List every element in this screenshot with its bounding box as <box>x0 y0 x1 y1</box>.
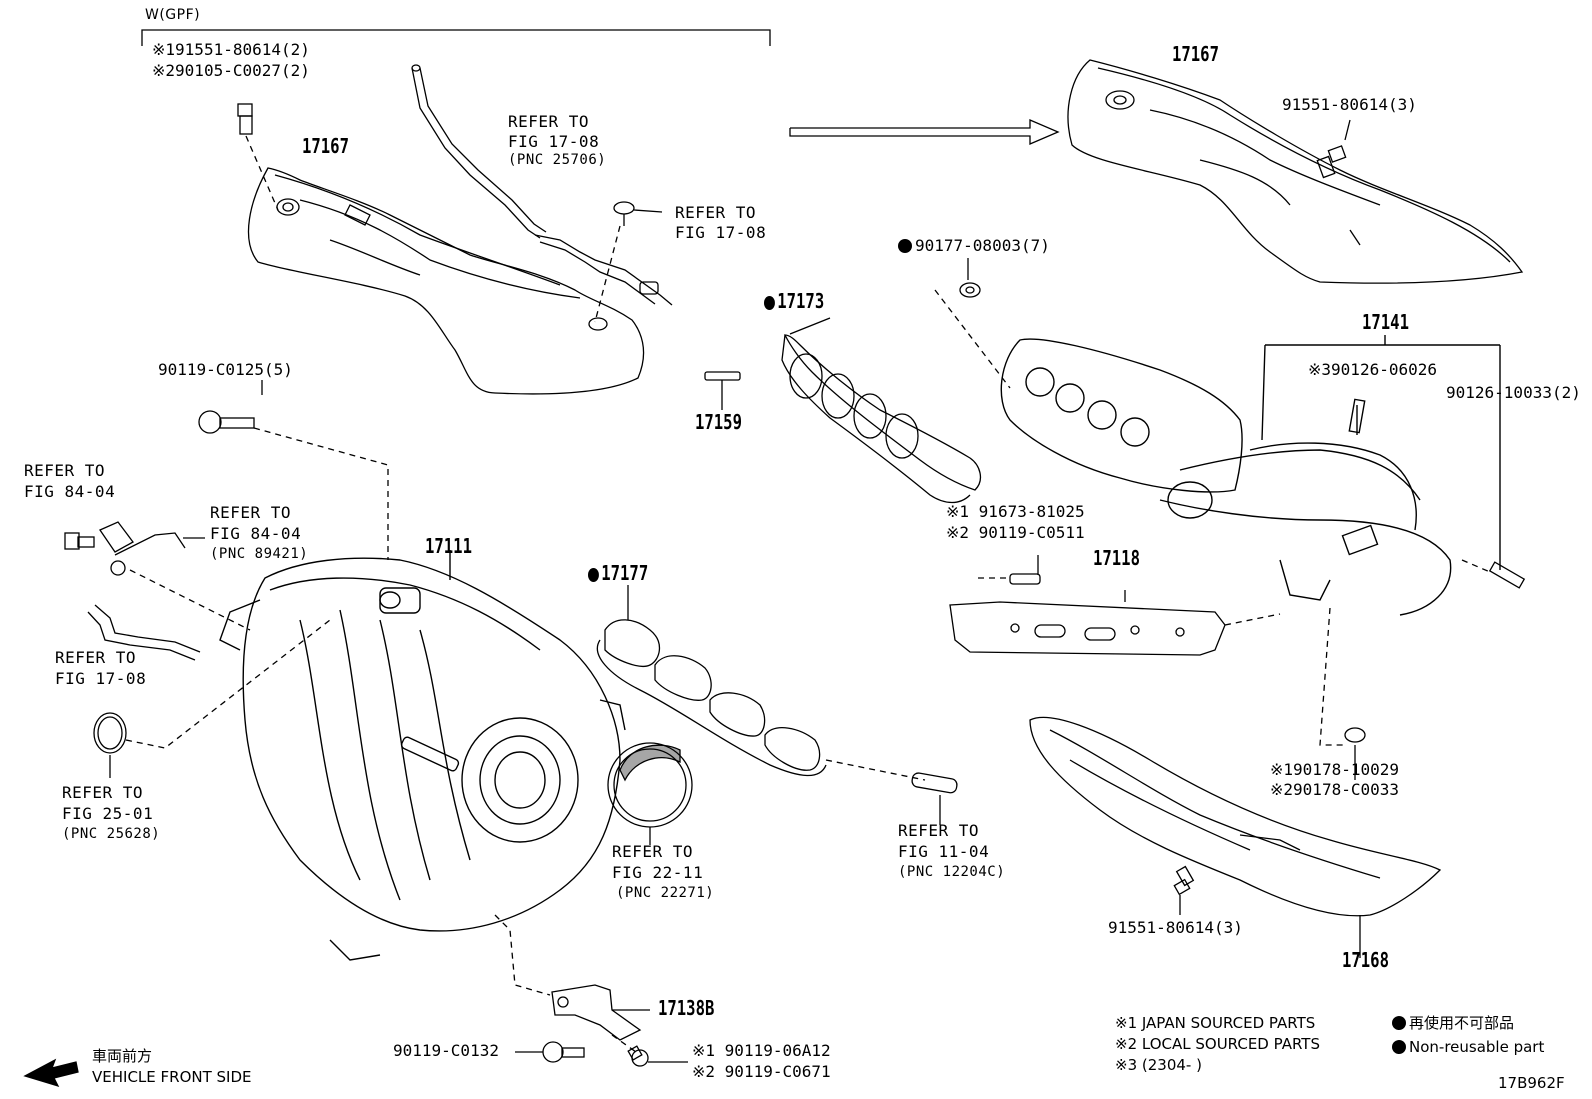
ref-fig-22-11-pnc: (PNC 22271) <box>616 885 715 901</box>
callout-90119-c0125[interactable]: 90119-C0125(5) <box>158 360 293 379</box>
callout-90119-c0132[interactable]: 90119-C0132 <box>393 1041 499 1060</box>
ref-fig-17-08-c-line1[interactable]: REFER TO <box>55 648 137 667</box>
gasket-17173-drawing <box>781 317 982 504</box>
gpf-bracket <box>141 29 771 46</box>
exhaust-manifold-17141-drawing <box>1000 335 1501 616</box>
ref-fig-17-08-a-line2[interactable]: FIG 17-08 <box>508 132 600 151</box>
callout-17111[interactable]: 17111 <box>425 534 472 558</box>
callout-91673-line2[interactable]: ※2 90119-C0511 <box>946 523 1085 542</box>
heat-insulator-left-drawing <box>247 167 645 395</box>
stay-17118-drawing <box>949 555 1281 656</box>
bolt-c0125-drawing <box>198 380 389 560</box>
clamp-ring-drawing <box>93 619 331 778</box>
diagram-id: 17B962F <box>1498 1074 1565 1092</box>
pipe-drawing <box>411 64 673 306</box>
bolt-bottom-right-drawing <box>1173 865 1195 915</box>
ref-fig-25-01-line2[interactable]: FIG 25-01 <box>62 804 154 823</box>
bolt-06a12-drawing <box>611 1034 688 1067</box>
throttle-gasket-drawing <box>607 742 693 845</box>
legend-note-1: ※1 JAPAN SOURCED PARTS <box>1115 1014 1316 1032</box>
ref-fig-84-04-a-line1[interactable]: REFER TO <box>24 461 106 480</box>
callout-17167-right[interactable]: 17167 <box>1172 42 1219 66</box>
callout-90177[interactable]: 90177-08003(7) <box>898 238 1050 254</box>
sensor-drawing <box>64 521 251 631</box>
ref-fig-17-08-c-line2[interactable]: FIG 17-08 <box>55 669 147 688</box>
callout-91551-top[interactable]: 91551-80614(3) <box>1282 95 1417 114</box>
nut-90177-drawing <box>934 258 1011 389</box>
front-side-jp: 車両前方 <box>92 1047 153 1065</box>
legend-note-3: ※3 (2304- ) <box>1115 1056 1202 1074</box>
legend-non-reusable-jp: 再使用不可部品 <box>1392 1016 1514 1031</box>
vehicle-front-arrow <box>23 1058 79 1088</box>
heat-insulator-right-drawing <box>1067 59 1524 284</box>
callout-90126-10033[interactable]: 90126-10033(2) <box>1446 383 1581 402</box>
callout-90119-06a12-line1[interactable]: ※1 90119-06A12 <box>692 1041 831 1060</box>
callout-90178-line1[interactable]: ※190178-10029 <box>1270 760 1399 779</box>
clip-bolt-drawing <box>594 201 663 323</box>
ref-fig-22-11-line2[interactable]: FIG 22-11 <box>612 863 704 882</box>
callout-90119-06a12-line2[interactable]: ※2 90119-C0671 <box>692 1062 831 1081</box>
ref-fig-25-01-line1[interactable]: REFER TO <box>62 783 144 802</box>
front-side-en: VEHICLE FRONT SIDE <box>92 1068 252 1086</box>
transfer-arrow <box>789 119 1060 145</box>
ref-fig-84-04-a-line2[interactable]: FIG 84-04 <box>24 482 116 501</box>
legend-non-reusable-en: Non-reusable part <box>1392 1040 1544 1055</box>
bracket-17138b-drawing <box>494 914 650 1041</box>
callout-17167-left[interactable]: 17167 <box>302 134 349 158</box>
callout-91551-bottom[interactable]: 91551-80614(3) <box>1108 918 1243 937</box>
gpf-part-2[interactable]: ※290105-C0027(2) <box>152 61 310 80</box>
ref-fig-17-08-b-line2[interactable]: FIG 17-08 <box>675 223 767 242</box>
nut-90178-drawing <box>1319 607 1366 780</box>
ref-fig-17-08-b-line1[interactable]: REFER TO <box>675 203 757 222</box>
callout-90126-06026[interactable]: ※390126-06026 <box>1308 360 1437 379</box>
ref-fig-11-04-line1[interactable]: REFER TO <box>898 821 980 840</box>
callout-17159[interactable]: 17159 <box>695 410 742 434</box>
callout-17168[interactable]: 17168 <box>1342 948 1389 972</box>
ref-fig-17-08-a-pnc: (PNC 25706) <box>508 152 607 168</box>
callout-90178-line2[interactable]: ※290178-C0033 <box>1270 780 1399 799</box>
gpf-part-1[interactable]: ※191551-80614(2) <box>152 40 310 59</box>
injector-drawing <box>911 772 958 825</box>
stud-10033-drawing <box>1461 559 1526 589</box>
callout-91673-line1[interactable]: ※1 91673-81025 <box>946 502 1085 521</box>
callout-17177[interactable]: 17177 <box>588 563 648 583</box>
ref-fig-22-11-line1[interactable]: REFER TO <box>612 842 694 861</box>
ref-fig-25-01-pnc: (PNC 25628) <box>62 826 161 842</box>
ref-fig-11-04-pnc: (PNC 12204C) <box>898 864 1006 880</box>
ref-fig-84-04-b-line1[interactable]: REFER TO <box>210 503 292 522</box>
gpf-label: W(GPF) <box>145 7 201 23</box>
hose-drawing <box>87 604 201 661</box>
callout-17173[interactable]: 17173 <box>764 291 824 311</box>
gasket-17177-drawing <box>596 585 926 781</box>
ref-fig-84-04-b-line2[interactable]: FIG 84-04 <box>210 524 302 543</box>
bolt-gpf-drawing <box>237 103 279 211</box>
callout-17141[interactable]: 17141 <box>1362 310 1409 334</box>
ref-fig-11-04-line2[interactable]: FIG 11-04 <box>898 842 990 861</box>
intake-manifold-17111-drawing <box>219 550 626 961</box>
heat-insulator-lower-drawing <box>1029 716 1442 958</box>
ref-fig-84-04-b-pnc: (PNC 89421) <box>210 546 309 562</box>
bolt-c0132-drawing <box>515 1041 585 1063</box>
callout-17118[interactable]: 17118 <box>1093 546 1140 570</box>
legend-note-2: ※2 LOCAL SOURCED PARTS <box>1115 1035 1320 1053</box>
bolt-right-top-drawing <box>1316 119 1351 179</box>
callout-17138b[interactable]: 17138B <box>658 996 715 1020</box>
ref-fig-17-08-a-line1[interactable]: REFER TO <box>508 112 590 131</box>
stud-17159-drawing <box>704 371 741 410</box>
